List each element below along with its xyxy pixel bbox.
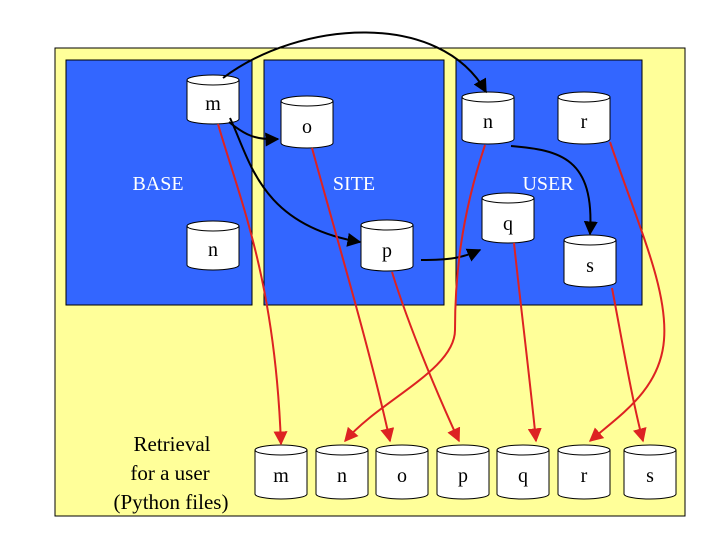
cylinder-base-m-label: m (205, 93, 221, 115)
cylinder-base-m: m (186, 74, 240, 125)
retrieval-caption-line3: (Python files) (114, 490, 229, 514)
retrieval-file-m-label: m (273, 465, 289, 487)
arrow-retrieve-p (391, 271, 461, 443)
cylinder-user-r-label: r (581, 111, 588, 133)
cylinder-user-s-label: s (586, 255, 594, 277)
cylinder-base-n-label: n (208, 239, 218, 261)
arrow-retrieve-n (344, 144, 486, 443)
user-panel-label: USER (522, 173, 574, 195)
retrieval-caption-line2: for a user (130, 461, 209, 485)
cylinder-site-p: p (360, 219, 414, 272)
retrieval-file-o-label: o (397, 465, 407, 487)
retrieval-file-r: r (557, 444, 611, 500)
retrieval-file-p: p (436, 444, 490, 500)
site-panel-label: SITE (333, 173, 375, 195)
arrow-retrieve-o (311, 147, 395, 443)
cylinder-site-o-label: o (302, 116, 312, 138)
arrow-retrieve-q (513, 242, 542, 443)
cylinder-user-r: r (557, 91, 611, 145)
cylinder-user-q: q (481, 192, 535, 244)
cylinder-user-n: n (461, 91, 515, 145)
cylinder-site-p-label: p (382, 240, 392, 262)
arrow-retrieve-r (588, 141, 666, 442)
retrieval-caption-line1: Retrieval (134, 432, 211, 456)
cylinder-base-n: n (186, 220, 240, 271)
retrieval-file-n: n (315, 444, 369, 500)
cylinder-user-q-label: q (503, 213, 513, 235)
retrieval-file-m: m (254, 444, 308, 500)
retrieval-file-r-label: r (581, 465, 588, 487)
retrieval-file-o: o (375, 444, 429, 500)
retrieval-file-q: q (496, 444, 550, 500)
arrow-user-n-to-user-s (510, 145, 598, 236)
base-panel-label: BASE (132, 173, 183, 195)
arrow-base-m-to-site-p (229, 117, 362, 247)
retrieval-file-p-label: p (458, 465, 468, 487)
arrow-base-m-to-user-n (222, 31, 487, 94)
cylinder-user-s: s (563, 234, 617, 288)
arrow-site-p-to-user-q (420, 248, 482, 262)
cylinder-site-o: o (280, 95, 334, 149)
retrieval-file-s: s (623, 444, 677, 500)
cylinder-user-n-label: n (483, 111, 493, 133)
arrow-retrieve-m (217, 123, 288, 446)
retrieval-file-q-label: q (518, 465, 528, 487)
arrow-retrieve-s (611, 287, 647, 443)
retrieval-file-s-label: s (646, 465, 654, 487)
retrieval-file-n-label: n (337, 465, 347, 487)
